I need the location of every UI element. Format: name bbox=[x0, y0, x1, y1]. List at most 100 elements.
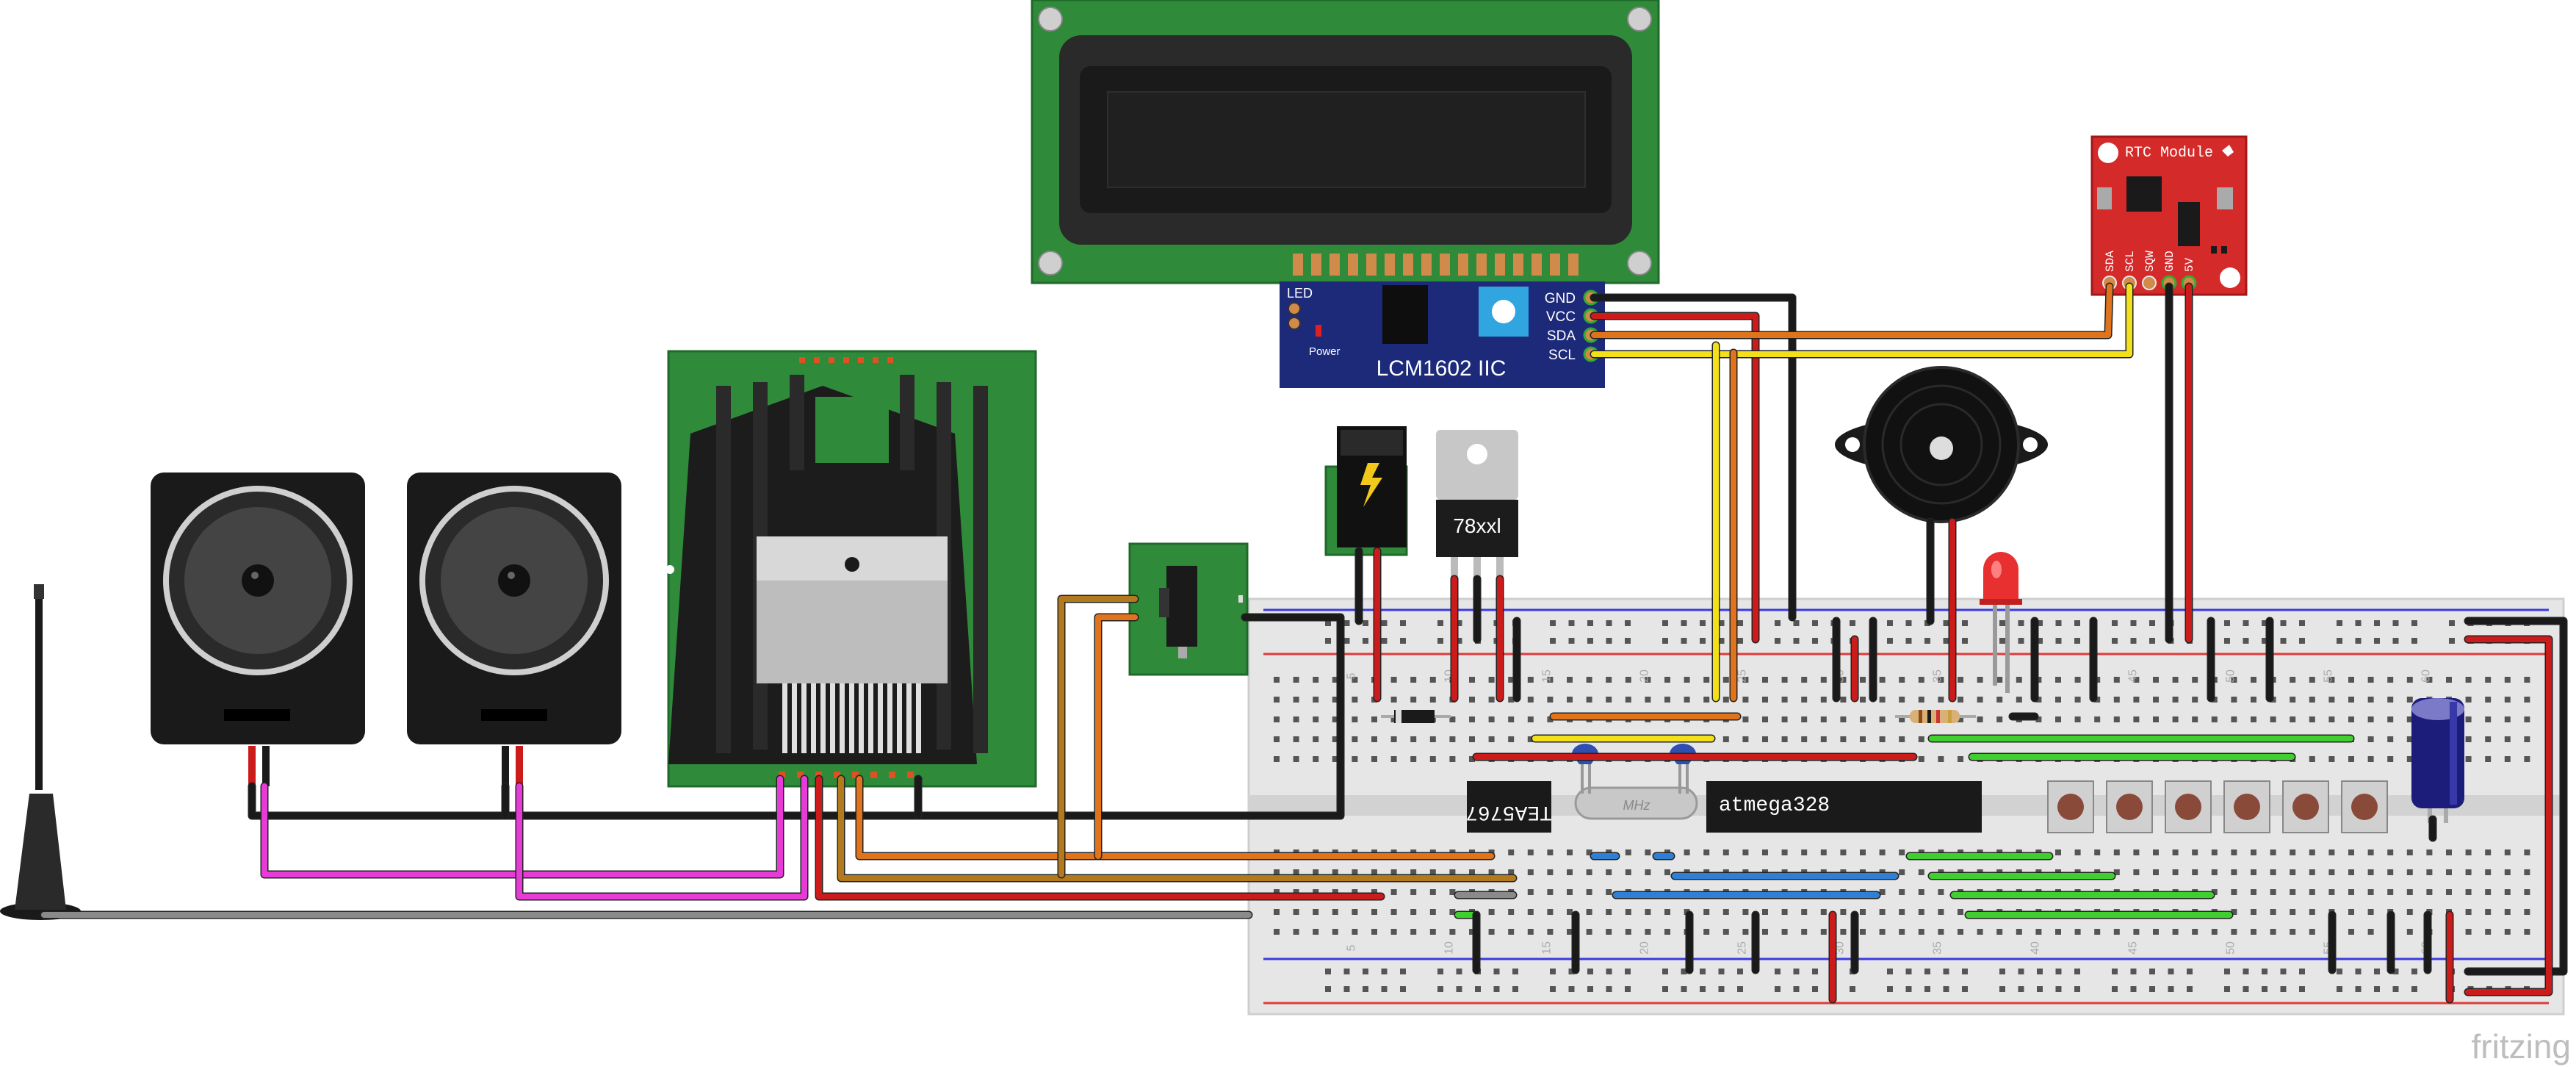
chip-leg bbox=[792, 683, 797, 753]
rtc-pin-5v: 5V bbox=[2183, 257, 2196, 272]
pad bbox=[858, 357, 864, 363]
pad bbox=[887, 357, 893, 363]
column-number: 50 bbox=[2224, 669, 2237, 683]
amplifier-bottom-pads bbox=[779, 772, 914, 778]
column-number: 30 bbox=[1833, 941, 1846, 955]
button-cap bbox=[2175, 794, 2201, 820]
column-number: 35 bbox=[1931, 941, 1944, 955]
pin-label-vcc: VCC bbox=[1546, 309, 1576, 325]
pad bbox=[797, 772, 804, 778]
wire-rail-link-red bbox=[2465, 636, 2552, 995]
wire-speaker-right bbox=[516, 776, 807, 899]
chip-leg bbox=[820, 683, 826, 753]
button-cap bbox=[2234, 794, 2260, 820]
column-number: 55 bbox=[2322, 669, 2334, 683]
pad bbox=[814, 357, 820, 363]
pin-label-gnd: GND bbox=[1545, 291, 1576, 306]
lcd-pin bbox=[1568, 254, 1579, 276]
amplifier-chip-legs bbox=[782, 683, 921, 753]
lcd-pin bbox=[1330, 254, 1340, 276]
pad bbox=[907, 772, 914, 778]
column-number: 60 bbox=[2420, 669, 2432, 683]
push-buttons bbox=[2047, 780, 2388, 833]
column-number: 50 bbox=[2224, 941, 2237, 955]
chip-leg bbox=[849, 683, 854, 753]
chip-leg bbox=[811, 683, 816, 753]
lcd-pin bbox=[1293, 254, 1303, 276]
button-cap bbox=[2057, 794, 2084, 820]
crystal-label: MHz bbox=[1623, 798, 1650, 813]
pad bbox=[870, 772, 877, 778]
button-cap bbox=[2351, 794, 2378, 820]
column-number: 20 bbox=[1638, 669, 1650, 683]
lcd-pin bbox=[1513, 254, 1523, 276]
rtc-module: RTC Module SDA SCL SQW GND 5V bbox=[2090, 135, 2248, 296]
rtc-title: RTC Module bbox=[2125, 145, 2213, 162]
chip-leg bbox=[859, 683, 864, 753]
button-cap bbox=[2292, 794, 2319, 820]
wire-jack-left bbox=[1058, 596, 1138, 877]
electrolytic-capacitor bbox=[2411, 698, 2464, 823]
chip-leg bbox=[897, 683, 902, 753]
diode bbox=[1381, 710, 1451, 723]
wire-lcd-vcc bbox=[1591, 313, 1758, 642]
chip-leg bbox=[801, 683, 807, 753]
speaker-right bbox=[407, 473, 621, 786]
wire-rail-link-black bbox=[2465, 618, 2566, 974]
chip-leg bbox=[887, 683, 892, 753]
wire-lcd-scl bbox=[1591, 284, 2132, 357]
atmega328-chip: atmega328 bbox=[1706, 781, 1982, 833]
pad bbox=[873, 357, 878, 363]
lcd-pin bbox=[1458, 254, 1468, 276]
lcd-pin bbox=[1421, 254, 1432, 276]
lcd-pin bbox=[1366, 254, 1377, 276]
column-number: 35 bbox=[1931, 669, 1944, 683]
column-number: 20 bbox=[1638, 941, 1650, 955]
voltage-regulator: 78xxl bbox=[1436, 430, 1518, 579]
column-number: 45 bbox=[2126, 669, 2139, 683]
wire-amp-in bbox=[838, 776, 1516, 881]
antenna bbox=[0, 584, 81, 920]
wire-amp-in2 bbox=[856, 776, 1494, 859]
adapter-label: LCM1602 IIC bbox=[1377, 356, 1507, 381]
button-cap bbox=[2116, 794, 2143, 820]
pad bbox=[843, 357, 849, 363]
wire-lcd-sda bbox=[1591, 284, 2113, 338]
lcd-display bbox=[1031, 0, 1660, 284]
speaker-left bbox=[151, 473, 365, 786]
power-label: Power bbox=[1309, 345, 1341, 358]
pad bbox=[889, 772, 895, 778]
chip-leg bbox=[830, 683, 835, 753]
resistor bbox=[1895, 710, 1976, 723]
column-number: 5 bbox=[1345, 672, 1357, 679]
wire-amp-power bbox=[816, 776, 1384, 899]
chip-leg bbox=[916, 683, 921, 753]
pad bbox=[834, 772, 840, 778]
column-number: 15 bbox=[1540, 669, 1553, 683]
pad bbox=[852, 772, 859, 778]
lcd-i2c-adapter: LED Power LCM1602 IIC GND VCC SDA SCL bbox=[1280, 281, 1605, 388]
lcd-pin bbox=[1531, 254, 1542, 276]
wire-speaker-ground bbox=[249, 614, 1343, 819]
column-number: 25 bbox=[1736, 941, 1748, 955]
rtc-pin-sqw: SQW bbox=[2143, 251, 2157, 272]
fritzing-watermark: fritzing bbox=[2472, 1027, 2571, 1066]
tea5767-chip: TEA5767 bbox=[1465, 781, 1552, 833]
tea5767-label: TEA5767 bbox=[1465, 800, 1552, 823]
buzzer bbox=[1835, 366, 2048, 523]
rtc-pin-scl: SCL bbox=[2124, 251, 2137, 272]
chip-leg bbox=[782, 683, 787, 753]
column-number: 5 bbox=[1345, 944, 1357, 951]
column-number: 25 bbox=[1736, 669, 1748, 683]
lcd-pin bbox=[1476, 254, 1487, 276]
crystal-oscillator: MHz bbox=[1574, 786, 1698, 820]
lcd-header-pins bbox=[1293, 254, 1579, 276]
column-number: 40 bbox=[2029, 941, 2041, 955]
chip-leg bbox=[878, 683, 883, 753]
red-led bbox=[1980, 552, 2022, 693]
audio-jack-board bbox=[1128, 542, 1249, 676]
chip-leg bbox=[906, 683, 912, 753]
lcd-pin bbox=[1440, 254, 1450, 276]
dc-power-jack bbox=[1324, 426, 1408, 556]
